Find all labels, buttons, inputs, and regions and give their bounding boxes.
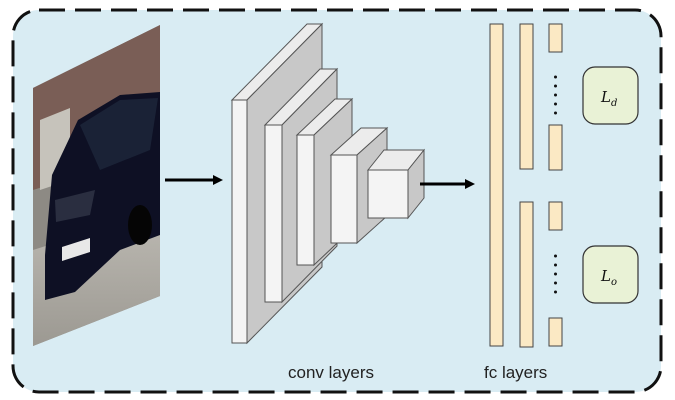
fc-bar-4a [548,23,563,53]
svg-text:Lo: Lo [600,267,617,288]
ellipsis-dots-top [554,75,557,115]
loss-o-symbol: L [600,267,611,285]
conv-blocks [230,22,426,345]
loss-d-symbol: L [600,88,611,106]
loss-box-d: Ld [582,66,639,125]
fc-layers [489,23,563,348]
fc-bar-1 [489,23,504,347]
loss-box-o: Lo [582,245,639,304]
ellipsis-dots-bottom [554,254,557,294]
fc-bar-3 [519,201,534,348]
fc-bar-4b [548,124,563,171]
loss-o-subscript: o [611,277,617,288]
loss-d-subscript: d [611,98,617,109]
conv-block-5 [366,148,426,220]
conv-layers-label: conv layers [288,363,374,382]
svg-text:Ld: Ld [600,88,617,109]
fc-bar-2 [519,23,534,170]
fc-layers-label: fc layers [484,363,547,382]
input-car-image [33,25,160,346]
fc-bar-4d [548,317,563,347]
fc-bar-4c [548,201,563,231]
